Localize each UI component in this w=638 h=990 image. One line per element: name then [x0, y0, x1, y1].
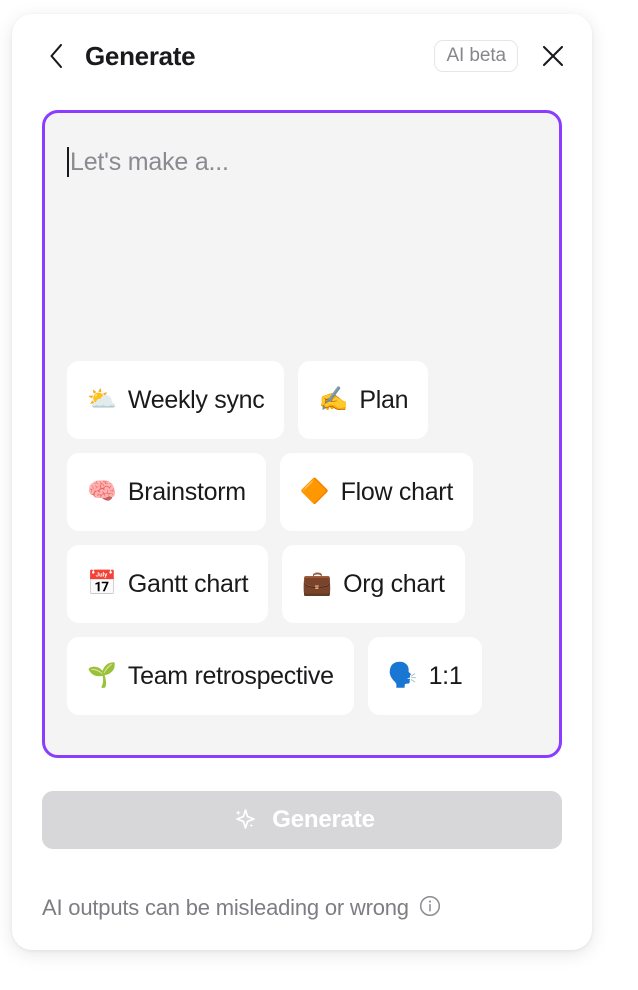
close-icon [540, 43, 566, 69]
info-icon[interactable] [419, 895, 441, 922]
suggestion-chip-one-on-one[interactable]: 🗣️ 1:1 [367, 637, 483, 715]
chip-label: Flow chart [340, 477, 454, 506]
suggestion-chip-gantt-chart[interactable]: 📅 Gantt chart [67, 545, 269, 623]
orange-diamond-emoji: 🔶 [299, 478, 330, 505]
ai-disclaimer: AI outputs can be misleading or wrong [42, 891, 562, 925]
back-button[interactable] [42, 41, 72, 71]
chip-row: 📅 Gantt chart 💼 Org chart [67, 545, 537, 623]
chip-label: Plan [359, 385, 409, 414]
generate-button[interactable]: Generate [42, 791, 562, 849]
chip-label: Weekly sync [127, 385, 265, 414]
seedling-emoji: 🌱 [87, 662, 117, 689]
chip-label: Org chart [343, 569, 445, 598]
suggestion-chips: ⛅ Weekly sync ✍️ Plan 🧠 Brainstorm 🔶 [45, 361, 559, 715]
page-title: Generate [85, 40, 196, 71]
text-caret [67, 147, 69, 177]
prompt-input[interactable]: Let's make a... [45, 113, 559, 361]
brain-emoji: 🧠 [87, 478, 117, 505]
writing-hand-emoji: ✍️ [318, 386, 349, 413]
chip-label: 1:1 [428, 661, 463, 690]
chip-label: Gantt chart [127, 569, 249, 598]
ai-beta-badge: AI beta [434, 40, 518, 72]
suggestion-chip-team-retrospective[interactable]: 🌱 Team retrospective [67, 637, 354, 715]
chip-row: 🌱 Team retrospective 🗣️ 1:1 [67, 637, 537, 715]
sparkle-icon [229, 804, 259, 837]
prompt-panel: Let's make a... ⛅ Weekly sync ✍️ Plan [42, 110, 562, 758]
generate-modal: Generate AI beta Let's make a... [12, 14, 592, 950]
suggestion-chip-org-chart[interactable]: 💼 Org chart [282, 545, 465, 623]
speaking-head-emoji: 🗣️ [387, 662, 418, 689]
suggestion-chip-flow-chart[interactable]: 🔶 Flow chart [279, 453, 473, 531]
sun-behind-cloud-emoji: ⛅ [87, 386, 117, 413]
chip-label: Team retrospective [127, 661, 334, 690]
chip-label: Brainstorm [127, 477, 246, 506]
generate-button-label: Generate [272, 806, 375, 833]
disclaimer-text: AI outputs can be misleading or wrong [42, 895, 409, 920]
prompt-line: Let's make a... [67, 145, 535, 179]
suggestion-chip-brainstorm[interactable]: 🧠 Brainstorm [67, 453, 266, 531]
chevron-left-icon [47, 42, 67, 70]
prompt-placeholder: Let's make a... [70, 147, 229, 176]
chip-row: ⛅ Weekly sync ✍️ Plan [67, 361, 537, 439]
calendar-emoji: 📅 [87, 570, 117, 597]
suggestion-chip-plan[interactable]: ✍️ Plan [298, 361, 429, 439]
briefcase-emoji: 💼 [302, 570, 333, 597]
suggestion-chip-weekly-sync[interactable]: ⛅ Weekly sync [67, 361, 285, 439]
close-button[interactable] [536, 39, 570, 73]
chip-row: 🧠 Brainstorm 🔶 Flow chart [67, 453, 537, 531]
modal-header: Generate AI beta [12, 14, 592, 98]
